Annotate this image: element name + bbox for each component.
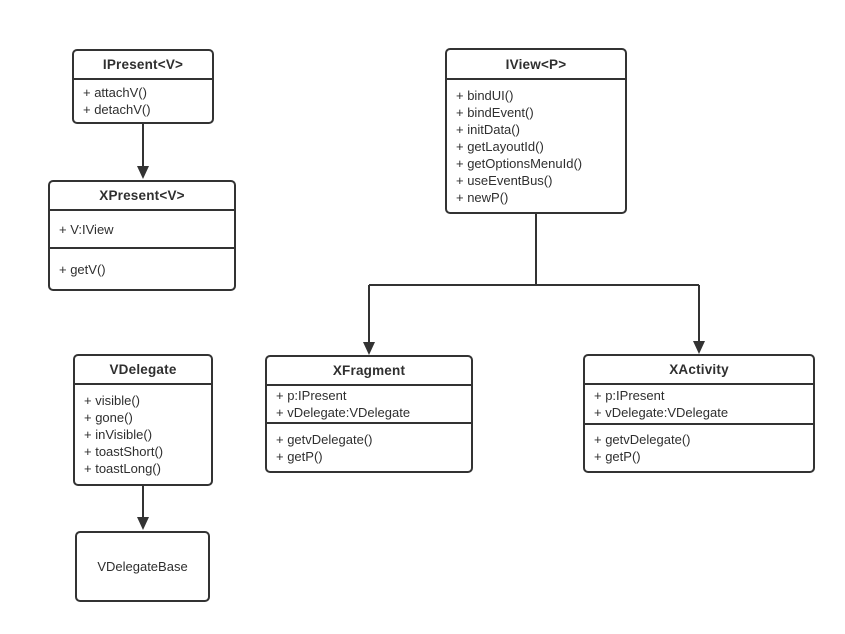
arrowhead-icon [137, 166, 149, 179]
class-method: + detachV() [83, 102, 151, 117]
inheritance-arrow-vdelegate-to-vdelegatebase [137, 486, 149, 530]
methods-compartment: + getvDelegate() + getP() [585, 423, 813, 471]
methods-compartment: + attachV() + detachV() [74, 78, 212, 122]
class-title: IPresent<V> [102, 57, 184, 72]
class-method: + getV() [59, 261, 106, 277]
class-field: + vDelegate:VDelegate [594, 405, 729, 420]
fields-compartment: + p:IPresent + vDelegate:VDelegate [585, 383, 813, 423]
class-method: + visible() [84, 393, 140, 408]
class-method: + attachV() [83, 85, 147, 100]
class-title: VDelegateBase [97, 559, 188, 574]
class-method: + getLayoutId() [456, 138, 544, 154]
class-field: + p:IPresent [594, 388, 665, 403]
inheritance-arrow-ipresent-to-xpresent [137, 124, 149, 179]
methods-compartment: + visible() + gone() + inVisible() + toa… [75, 383, 211, 484]
class-field: + V:IView [59, 221, 114, 237]
class-method: + getvDelegate() [594, 432, 691, 447]
fields-compartment: + p:IPresent + vDelegate:VDelegate [267, 384, 471, 422]
class-method: + newP() [456, 189, 509, 205]
methods-compartment: + bindUI() + bindEvent() + initData() + … [447, 78, 625, 212]
class-method: + getP() [276, 448, 323, 464]
arrowhead-icon [693, 341, 705, 354]
class-box-xfragment[interactable]: XFragment + p:IPresent + vDelegate:VDele… [265, 355, 473, 473]
class-method: + gone() [84, 410, 133, 425]
class-method: + toastLong() [84, 461, 161, 476]
class-method: + inVisible() [84, 427, 153, 442]
methods-compartment: + getvDelegate() + getP() [267, 422, 471, 471]
arrowhead-icon [137, 517, 149, 530]
arrowhead-icon [363, 342, 375, 355]
methods-compartment: + getV() [50, 247, 234, 289]
class-method: + bindUI() [456, 87, 514, 103]
class-field: + vDelegate:VDelegate [276, 405, 411, 420]
class-method: + toastShort() [84, 444, 164, 459]
class-box-iview[interactable]: IView<P> + bindUI() + bindEvent() + init… [445, 48, 627, 214]
class-method: + getP() [594, 449, 641, 464]
class-method: + getOptionsMenuId() [456, 155, 583, 171]
class-box-xactivity[interactable]: XActivity + p:IPresent + vDelegate:VDele… [583, 354, 815, 473]
class-box-xpresent[interactable]: XPresent<V> + V:IView + getV() [48, 180, 236, 291]
fields-compartment: + V:IView [50, 209, 234, 247]
class-title: VDelegate [109, 362, 177, 377]
class-method: + initData() [456, 121, 520, 137]
class-method: + useEventBus() [456, 172, 553, 188]
inheritance-arrow-iview-to-children [363, 214, 705, 355]
class-box-ipresent[interactable]: IPresent<V> + attachV() + detachV() [72, 49, 214, 124]
class-method: + getvDelegate() [276, 431, 373, 447]
class-title: XPresent<V> [99, 188, 185, 203]
class-box-vdelegate[interactable]: VDelegate + visible() + gone() + inVisib… [73, 354, 213, 486]
class-method: + bindEvent() [456, 104, 534, 120]
class-title: XFragment [332, 363, 406, 378]
class-title: IView<P> [505, 56, 567, 72]
class-title: XActivity [669, 362, 729, 377]
class-box-vdelegatebase[interactable]: VDelegateBase [75, 531, 210, 602]
class-field: + p:IPresent [276, 388, 347, 403]
